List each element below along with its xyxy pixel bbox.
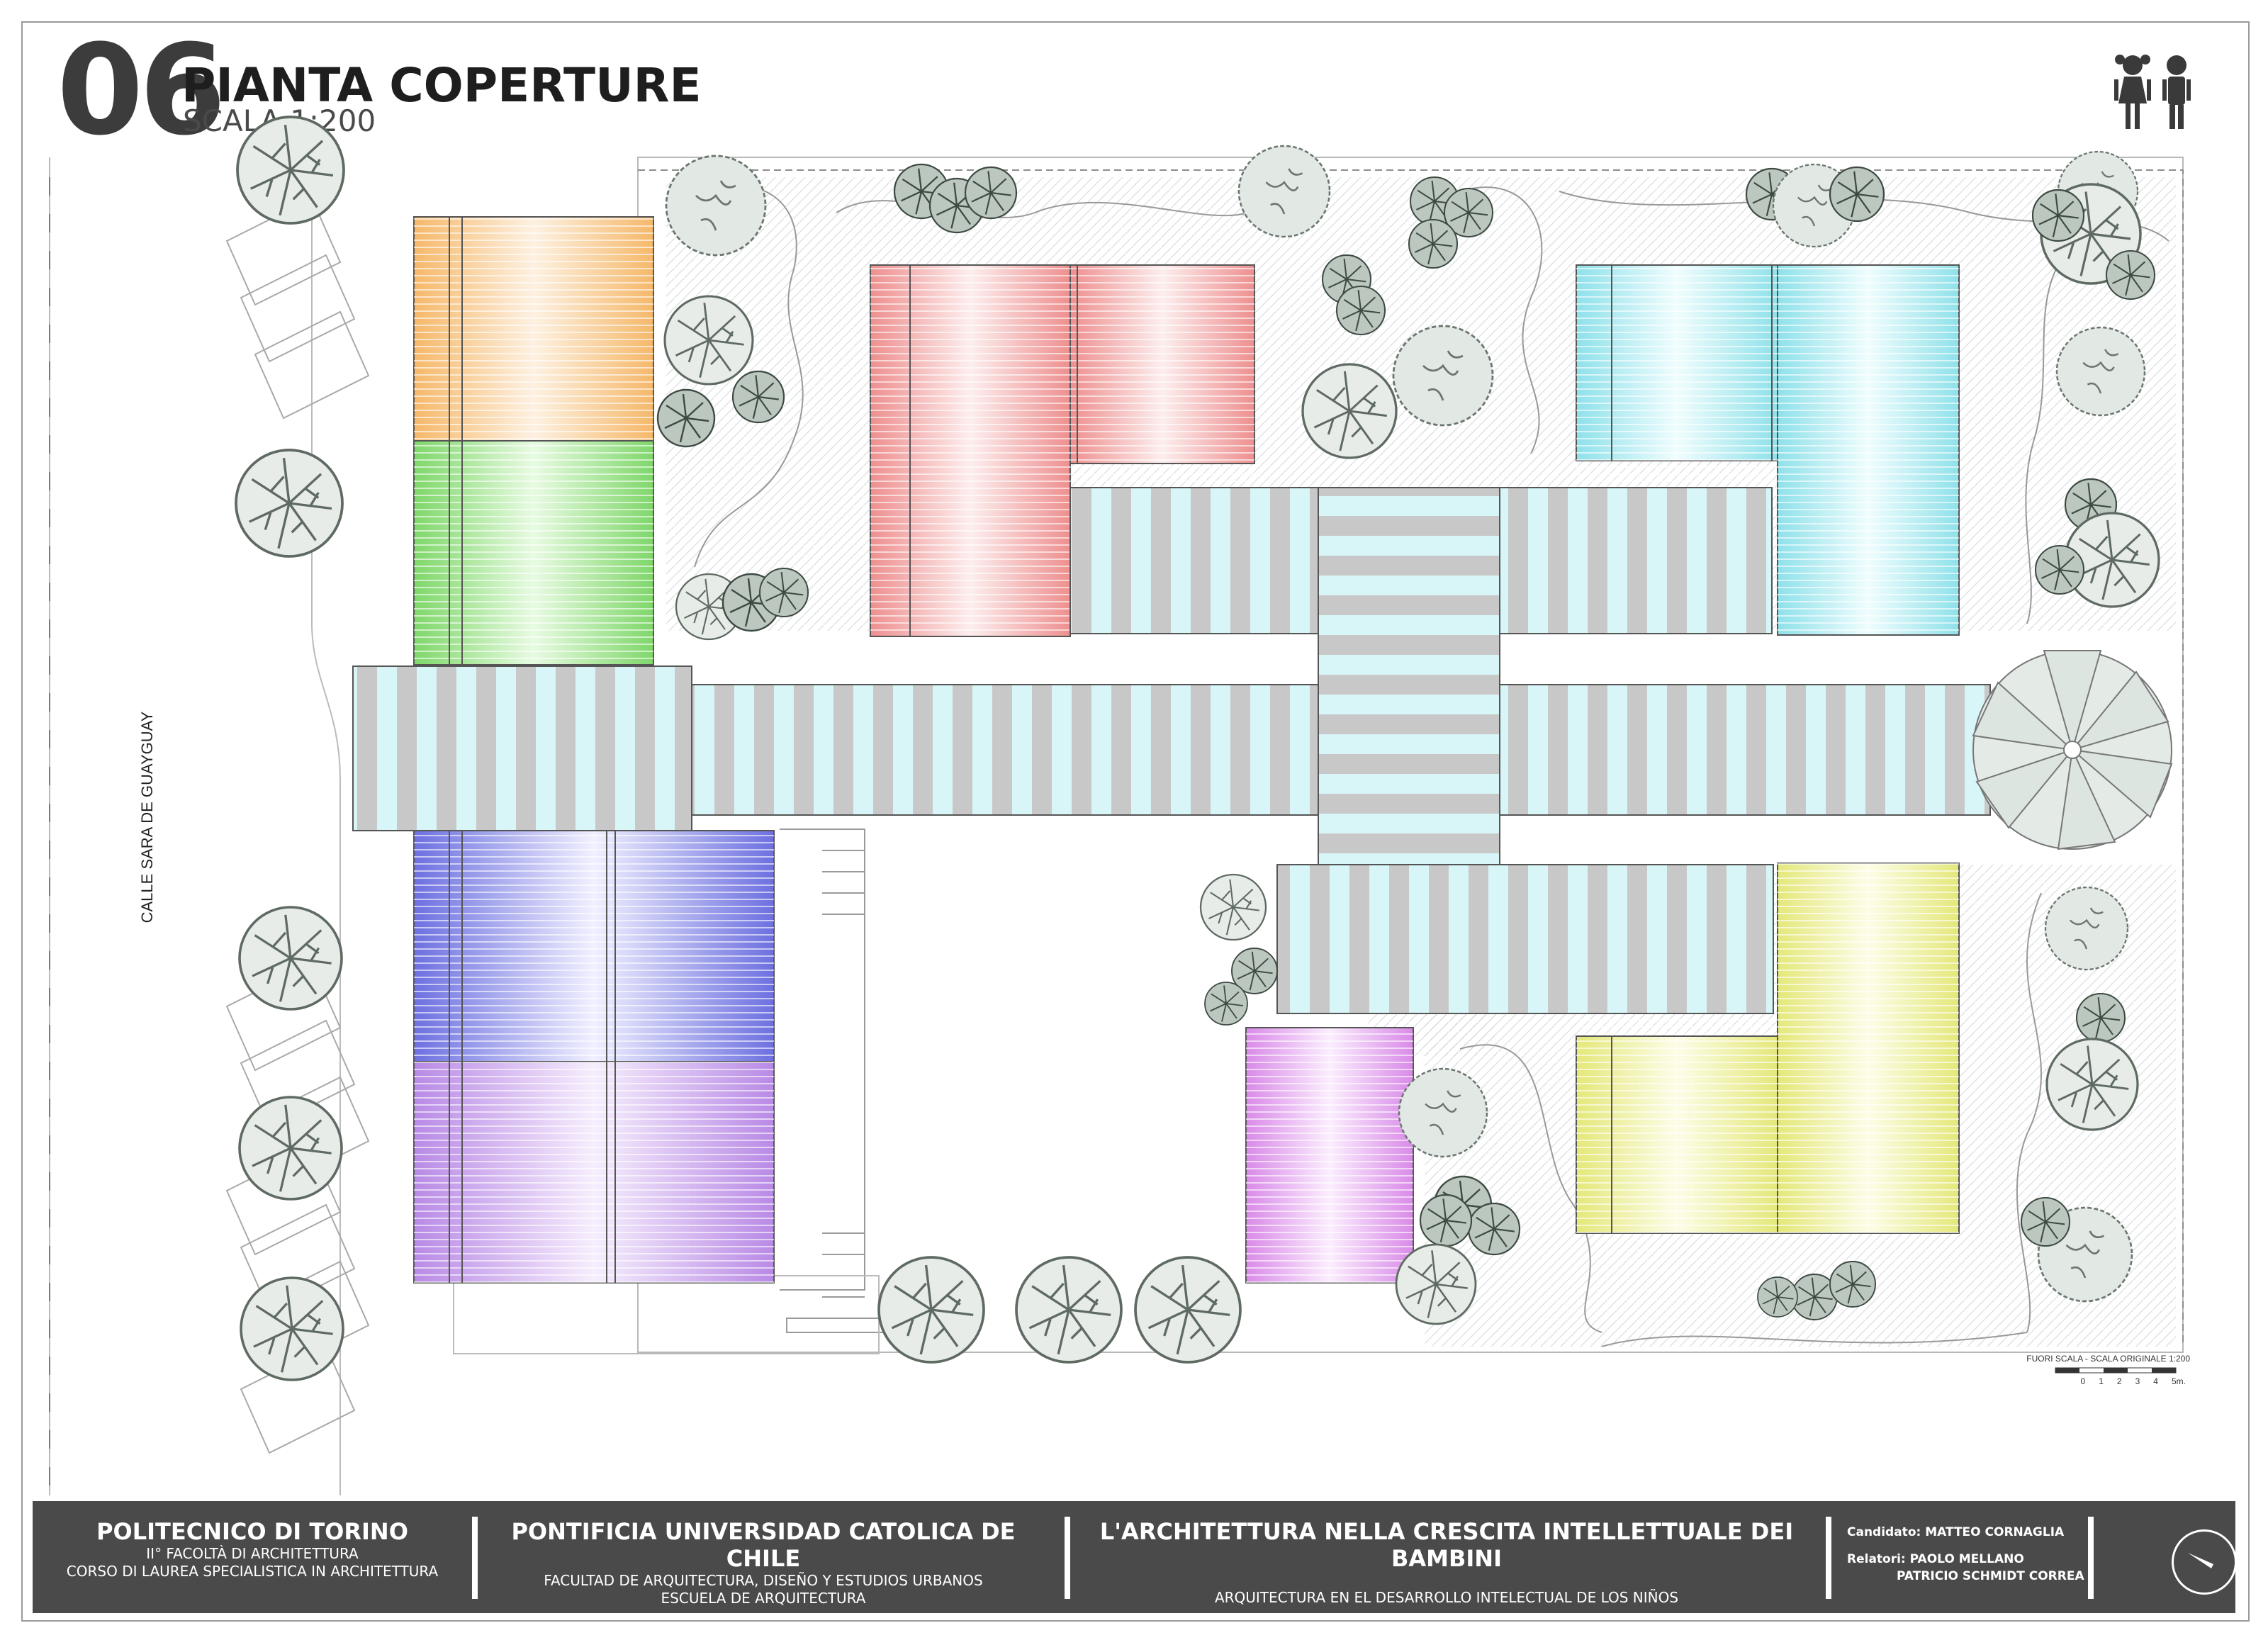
scale-tick: 5m. (2171, 1376, 2186, 1386)
thesis-title-it: L'ARCHITETTURA NELLA CRESCITA INTELLETTU… (1099, 1518, 1794, 1572)
sheet-title: PIANTA COPERTURE (181, 58, 702, 113)
torino-course: CORSO DI LAUREA SPECIALISTICA IN ARCHITE… (66, 1563, 439, 1580)
divider (472, 1517, 478, 1599)
divider (1826, 1517, 1831, 1599)
supervisor-2: PATRICIO SCHMIDT CORREA (1897, 1569, 2084, 1583)
thesis-title-es: ARQUITECTURA EN EL DESARROLLO INTELECTUA… (1214, 1589, 1679, 1606)
scale-tick: 1 (2099, 1376, 2104, 1386)
scale-tick: 4 (2153, 1376, 2158, 1386)
scale-bar: FUORI SCALA - SCALA ORIGINALE 1:200 0 1 … (2013, 1354, 2190, 1386)
divider (2088, 1517, 2094, 1599)
credits: Candidato: MATTEO CORNAGLIA Relatori: PA… (1847, 1524, 2084, 1585)
north-arrow-needle-icon (2188, 1553, 2213, 1568)
title-block: POLITECNICO DI TORINO II° FACOLTÀ DI ARC… (33, 1501, 2237, 1613)
torino-heading: POLITECNICO DI TORINO (96, 1518, 408, 1545)
children-icon (2114, 55, 2191, 129)
street-label: CALLE SARA DE GUAYGUAY (138, 711, 156, 923)
scale-ticks: 0 1 2 3 4 5m. (2013, 1376, 2186, 1386)
chile-faculty: FACULTAD DE ARQUITECTURA, DISEÑO Y ESTUD… (544, 1572, 983, 1589)
scale-tick: 0 (2080, 1376, 2086, 1386)
institution-chile: PONTIFICIA UNIVERSIDAD CATOLICA DE CHILE… (483, 1501, 1043, 1613)
scale-bar-graphic (2055, 1367, 2177, 1374)
chile-heading: PONTIFICIA UNIVERSIDAD CATOLICA DE CHILE (511, 1518, 1016, 1572)
institution-torino: POLITECNICO DI TORINO II° FACOLTÀ DI ARC… (33, 1501, 472, 1613)
scale-note: FUORI SCALA - SCALA ORIGINALE 1:200 (2026, 1354, 2190, 1364)
torino-faculty: II° FACOLTÀ DI ARCHITETTURA (146, 1545, 359, 1562)
thesis-title: L'ARCHITETTURA NELLA CRESCITA INTELLETTU… (1074, 1501, 1819, 1613)
supervisor-1: Relatori: PAOLO MELLANO (1847, 1552, 2024, 1566)
candidate: Candidato: MATTEO CORNAGLIA (1847, 1525, 2065, 1539)
sheet-number: 06 (57, 18, 226, 163)
chile-school: ESCUELA DE ARQUITECTURA (661, 1590, 866, 1607)
north-arrow-icon (2172, 1529, 2237, 1595)
scale-tick: 2 (2116, 1376, 2122, 1386)
divider (1065, 1517, 1070, 1599)
scale-tick: 3 (2135, 1376, 2140, 1386)
